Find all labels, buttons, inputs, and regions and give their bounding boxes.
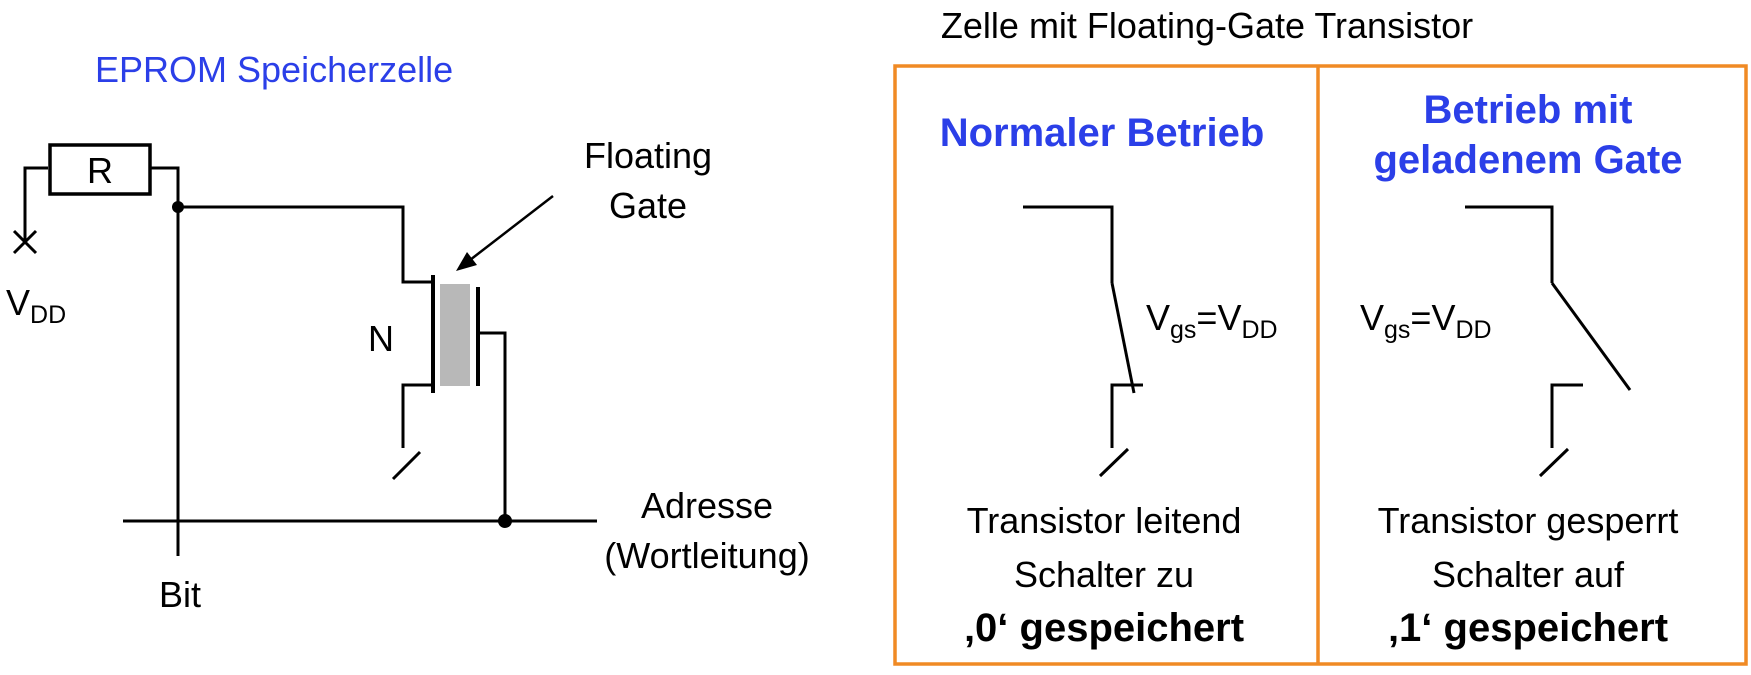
adresse-label-line2: (Wortleitung) xyxy=(604,535,809,576)
floating-gate xyxy=(440,284,470,386)
charged-status-line1: Transistor gesperrt xyxy=(1378,500,1679,541)
charged-switch-top-wire xyxy=(1465,205,1554,283)
charged-ground-stroke xyxy=(1538,447,1570,478)
states-box xyxy=(893,64,1748,666)
right-title: Zelle mit Floating-Gate Transistor xyxy=(941,5,1473,46)
floating-gate-label-line1: Floating xyxy=(584,135,712,176)
resistor-label: R xyxy=(87,150,113,191)
adresse-label-line1: Adresse xyxy=(641,485,773,526)
charged-switch-blade xyxy=(1550,282,1632,391)
charged-switch-bottom-wire xyxy=(1550,383,1583,448)
vdd-cross-b xyxy=(12,229,38,255)
normal-status-line3: ‚0‘ gespeichert xyxy=(964,606,1244,650)
source-wire xyxy=(401,383,433,448)
bit-label: Bit xyxy=(159,574,201,615)
normal-switch-blade xyxy=(1110,282,1136,394)
charged-heading-line2: geladenem Gate xyxy=(1373,138,1682,182)
ground-stroke xyxy=(391,450,422,481)
normal-vgs-label: Vgs=VDD xyxy=(1146,297,1278,344)
vdd-wire xyxy=(23,166,48,242)
normal-switch-top-wire xyxy=(1023,205,1114,283)
vdd-terminal xyxy=(12,166,48,255)
floating-gate-label-line2: Gate xyxy=(609,185,687,226)
normal-status-line1: Transistor leitend xyxy=(967,500,1242,541)
charged-status-line3: ‚1‘ gespeichert xyxy=(1388,606,1668,650)
vdd-label: VDD xyxy=(6,282,66,329)
normal-status-line2: Schalter zu xyxy=(1014,554,1194,595)
bitline-junction-dot xyxy=(172,201,184,213)
charged-vgs-label: Vgs=VDD xyxy=(1360,297,1492,344)
gate-to-wordline-wire xyxy=(478,331,507,521)
wordline-junction-dot xyxy=(498,514,512,528)
resistor-to-bitline-wire xyxy=(150,166,180,556)
charged-heading-line1: Betrieb mit xyxy=(1424,88,1633,132)
left-title: EPROM Speicherzelle xyxy=(95,49,453,90)
floating-gate-arrow-head xyxy=(456,252,477,271)
drain-wire xyxy=(178,205,433,284)
floating-gate-arrow-shaft xyxy=(469,195,554,261)
charged-status-line2: Schalter auf xyxy=(1432,554,1625,595)
normal-switch-bottom-wire xyxy=(1110,383,1143,448)
n-label: N xyxy=(368,318,394,359)
normal-heading: Normaler Betrieb xyxy=(940,111,1265,155)
normal-ground-stroke xyxy=(1098,447,1130,478)
